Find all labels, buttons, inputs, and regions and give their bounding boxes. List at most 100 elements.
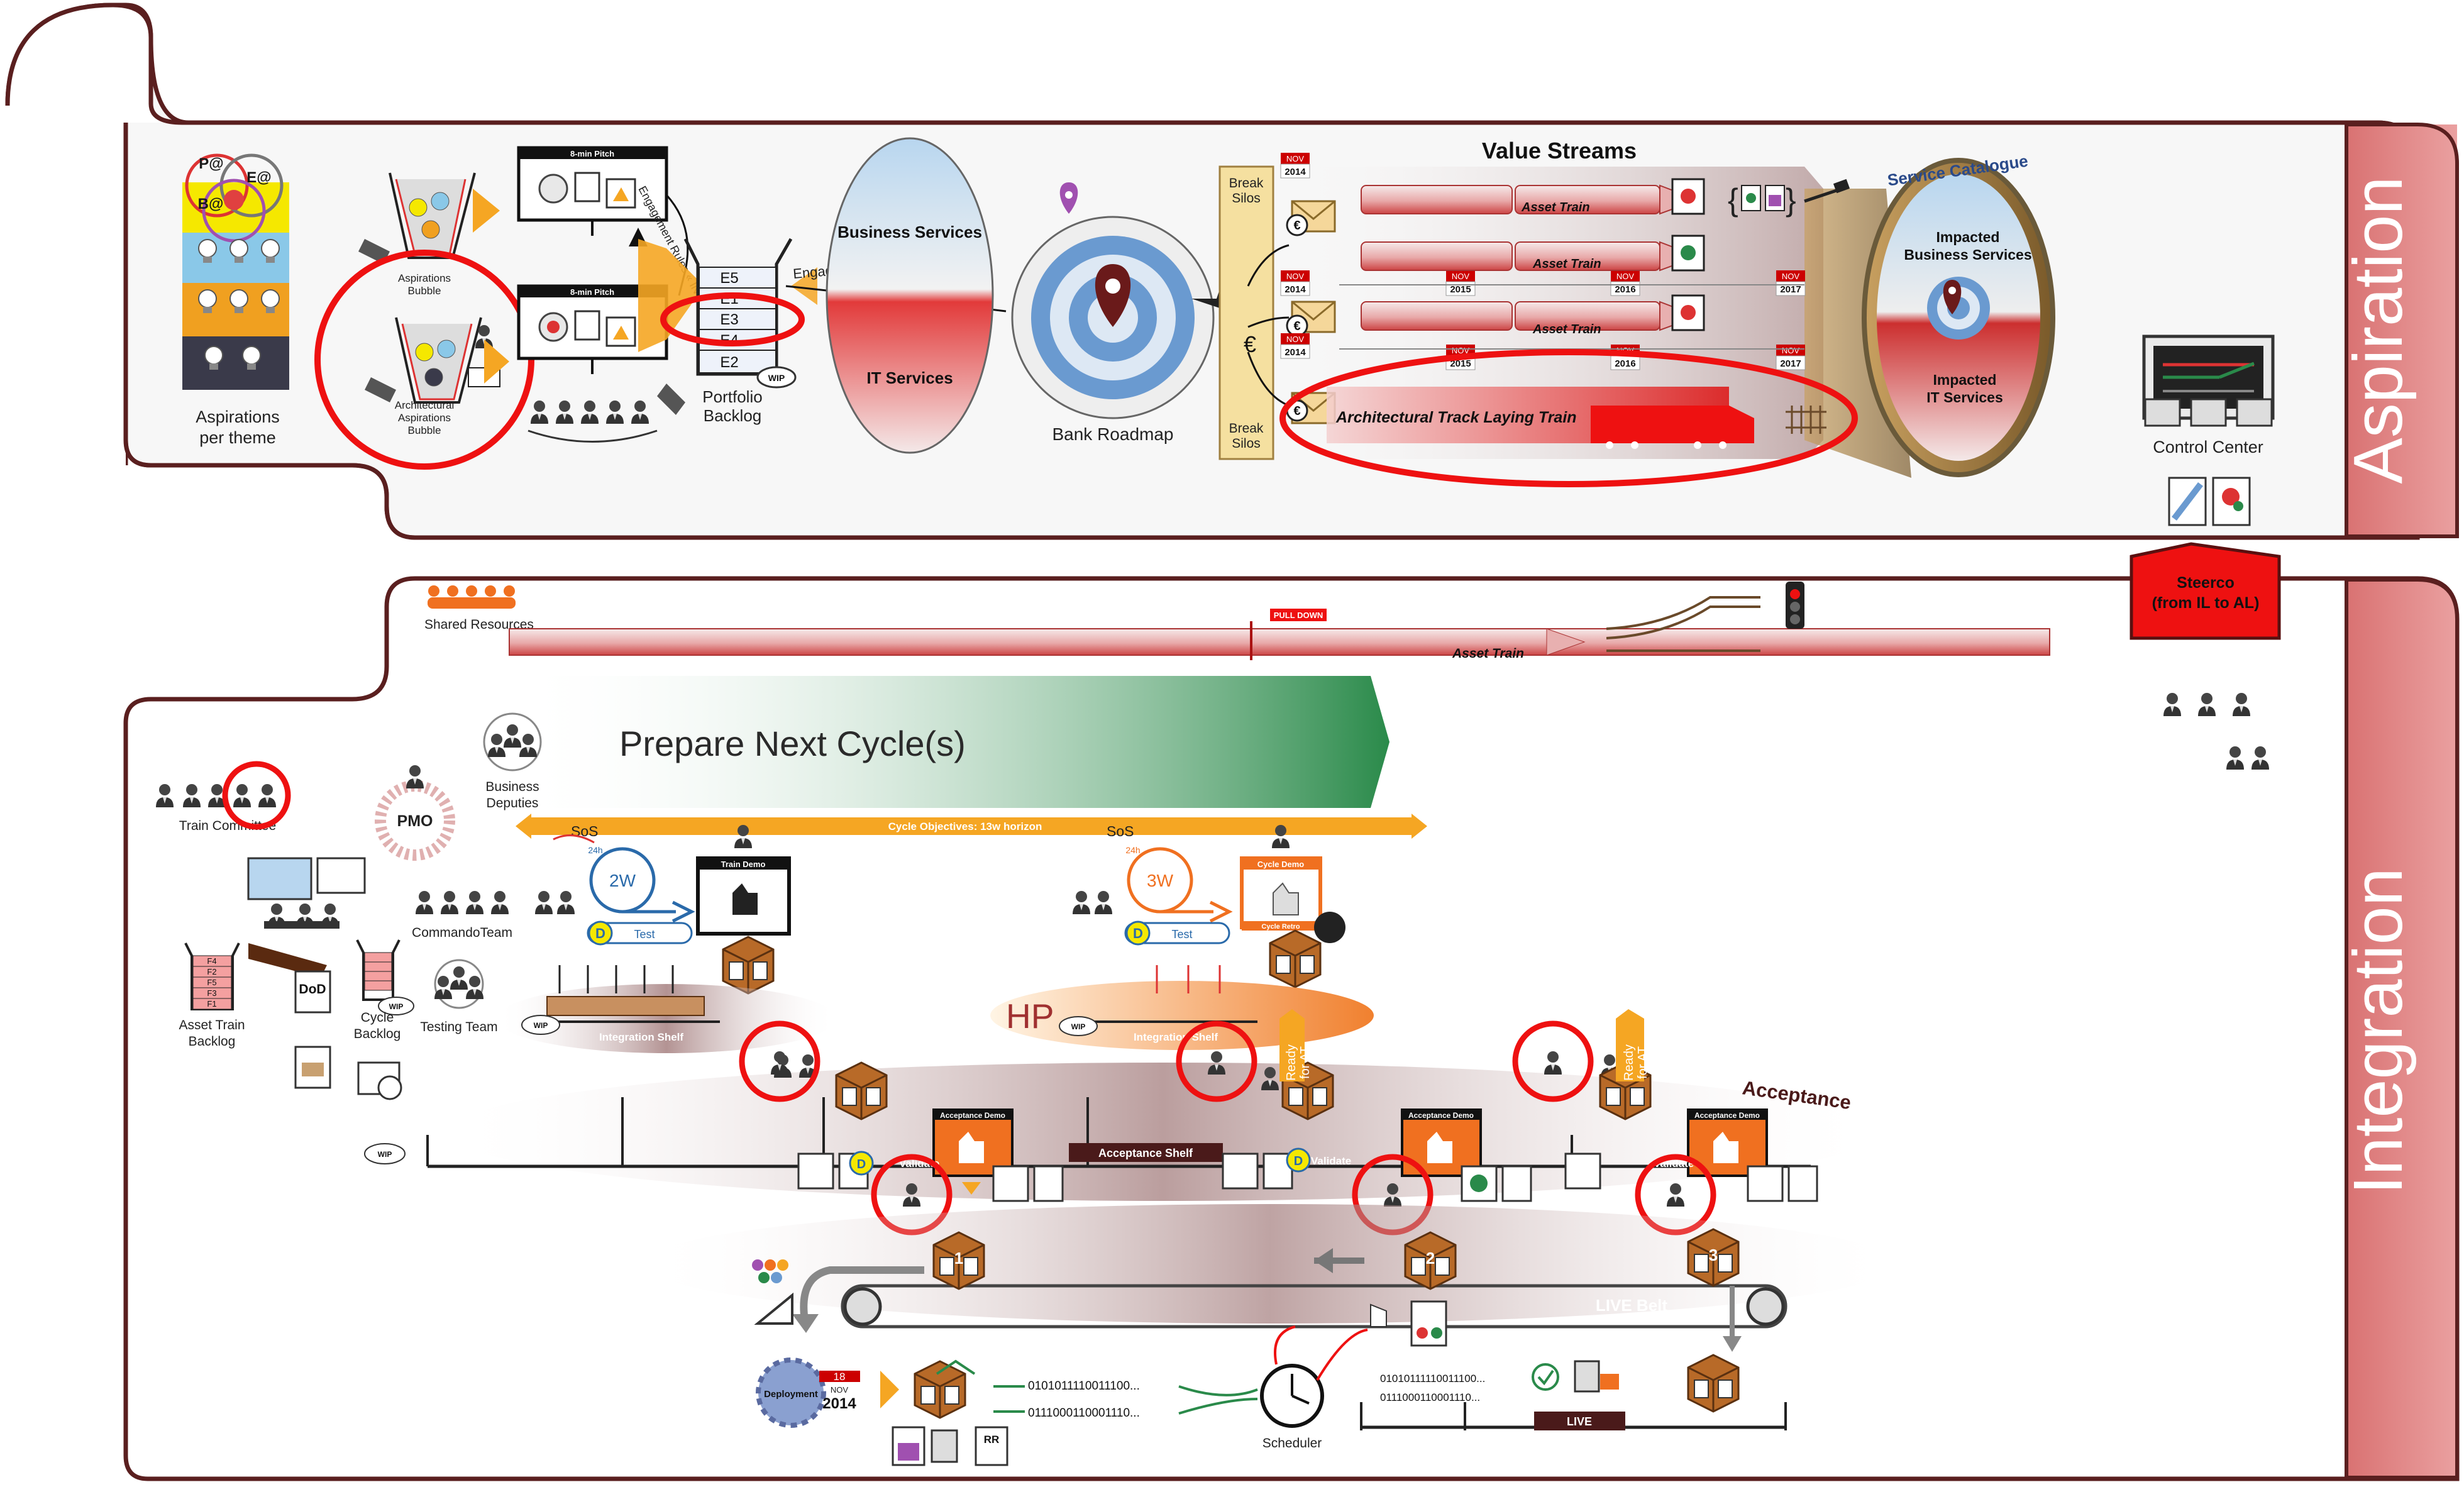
integration-asset-train-label: Asset Train	[1452, 646, 1524, 661]
box-number-2: 2	[1426, 1249, 1435, 1268]
live-belt: LIVE Belt	[792, 1248, 1787, 1333]
database-icon	[931, 1429, 958, 1463]
highlight-circle-train-committee	[222, 761, 291, 830]
d-badge-2: D	[1133, 926, 1143, 941]
venn-p: P@	[199, 155, 223, 172]
cycle-demo: Cycle Demo Cycle Retro	[1240, 825, 1345, 943]
live-misc	[752, 1259, 1742, 1352]
backlog-level-3: F5	[207, 978, 216, 987]
validate-label-2: Validate	[1311, 1155, 1351, 1167]
binary-3: 01010111110011100...	[1380, 1373, 1485, 1385]
cycle-backlog-wip: WIP	[389, 1002, 404, 1011]
integration-tab	[2345, 578, 2459, 1479]
live-line: 01010111110011100... 0111000110001110...…	[1316, 1300, 1787, 1430]
services-oval: Business Services IT Services	[826, 137, 994, 454]
box-icon	[722, 936, 775, 995]
asset-train-1: Asset Train	[1361, 184, 1699, 215]
test-label: Test	[634, 928, 655, 941]
binary-1: 0101011110011100...	[1028, 1379, 1140, 1393]
funnel-arrow	[638, 239, 704, 352]
date-month: NOV	[1782, 346, 1800, 355]
date-year: 2014	[1284, 284, 1306, 295]
live-label: LIVE	[1567, 1415, 1592, 1428]
pitch-board-1: 8-min Pitch	[517, 146, 668, 236]
d-badge-3: D	[857, 1158, 866, 1171]
dod-label: DoD	[299, 982, 326, 997]
portfolio-level-3: E3	[720, 311, 738, 328]
commando-team: CommandoTeam	[412, 891, 512, 940]
box-number-1: 1	[954, 1249, 963, 1268]
backlog-level-5: F1	[207, 999, 216, 1009]
dod-docs: DoD	[248, 943, 331, 1089]
thumbs-up-icon	[1273, 882, 1299, 915]
shared-resources-label: Shared Resources	[424, 617, 534, 632]
live-belt-label: LIVE Belt	[1596, 1296, 1667, 1315]
sprint-24h-2: 24h	[1125, 845, 1140, 855]
arrow-icon	[473, 189, 500, 233]
scheduler: Scheduler	[1260, 1325, 1324, 1451]
d-badge-4: D	[1294, 1154, 1303, 1168]
pmo: PMO	[375, 765, 455, 861]
svg-text:€: €	[1244, 331, 1256, 357]
scheduler-label: Scheduler	[1262, 1436, 1322, 1451]
test-label-2: Test	[1171, 928, 1192, 941]
pitch-label-2: 8-min Pitch	[570, 287, 614, 297]
date-year: 2017	[1780, 358, 1801, 369]
steerco-label: Steerco(from IL to AL)	[2152, 574, 2260, 612]
testing-team: Testing Team	[420, 959, 498, 1034]
shared-resources: Shared Resources	[424, 585, 534, 632]
svg-text:}: }	[1786, 182, 1796, 218]
control-center-label: Control Center	[2153, 438, 2263, 456]
acceptance-station-2: Readyfor AT Acceptance Demo D Validate	[1222, 1009, 1532, 1202]
deploy-month: NOV	[831, 1385, 849, 1395]
aspirations-per-theme-line1: Aspirations	[196, 407, 280, 426]
sprint-3w-label: 3W	[1147, 871, 1174, 890]
sprint-2w-label: 2W	[609, 871, 636, 890]
d-badge: D	[595, 926, 605, 941]
backlog-level-4: F3	[207, 988, 216, 998]
track-icon	[1606, 596, 1760, 652]
asset-train-label: Asset Train	[1532, 257, 1601, 271]
portfolio-level-1: E5	[720, 270, 738, 287]
pitch-label-1: 8-min Pitch	[570, 149, 614, 158]
date-tags: NOV 2014 NOV 2014 NOV 2014 NOV 2015 NOV …	[1280, 153, 1806, 370]
asset-train-label: Asset Train	[1532, 323, 1601, 336]
cycle-demo-label: Cycle Demo	[1257, 860, 1304, 869]
svg-text:€: €	[1293, 219, 1300, 233]
aspiration-tab-label: Aspiration	[2340, 176, 2417, 484]
engagement-in-arrow	[665, 194, 689, 296]
cycle-retro-label: Cycle Retro	[1261, 923, 1300, 931]
train-demo: Train Demo	[696, 825, 791, 936]
pitch-audience	[528, 401, 658, 443]
integration-shelf-label: Integration Shelf	[599, 1031, 683, 1043]
venn-e: E@	[246, 169, 271, 186]
cycle-objectives-bar: Cycle Objectives: 13w horizon	[516, 814, 1427, 839]
database-icon	[1574, 1360, 1600, 1393]
sprint-3w: SoS 3W 24h D Test	[1073, 823, 1233, 946]
deployment-label: Deployment	[764, 1389, 818, 1400]
commando-team-label: CommandoTeam	[412, 926, 512, 940]
highlight-ellipse-arch-train	[1279, 349, 1858, 487]
deployment: Deployment 18 NOV 2014 RR	[756, 1357, 1008, 1466]
date-month: NOV	[1286, 272, 1305, 281]
hp-shelf-wip: WIP	[1071, 1022, 1086, 1031]
portfolio-level-5: E2	[720, 354, 738, 371]
box-number-3: 3	[1709, 1246, 1718, 1264]
box-icon	[1269, 929, 1322, 988]
date-month: NOV	[1286, 154, 1305, 163]
acceptance-shelf-wip: WIP	[378, 1150, 392, 1159]
gauge-icon	[1314, 912, 1345, 943]
binary-4: 0111000110001110...	[1380, 1391, 1480, 1403]
integration-asset-train: PULL DOWN Asset Train	[509, 582, 2050, 661]
cycle-objectives-label: Cycle Objectives: 13w horizon	[888, 821, 1042, 832]
portfolio-wip: WIP	[768, 373, 785, 383]
